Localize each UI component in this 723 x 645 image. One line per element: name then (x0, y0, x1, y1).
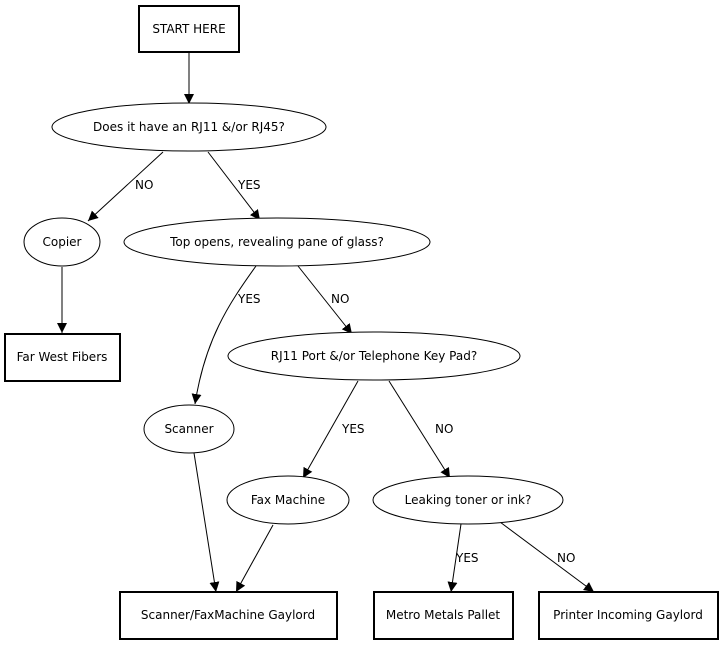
edge-label-top-rj11: NO (331, 292, 349, 306)
edge-rj11-to-leaking (388, 380, 451, 479)
node-rj11-port-label: RJ11 Port &/or Telephone Key Pad? (271, 349, 477, 363)
edge-fax-to-gaylord (235, 524, 274, 593)
edge-rj-to-top (207, 151, 261, 221)
node-scanner-faxmachine-gaylord: Scanner/FaxMachine Gaylord (119, 591, 338, 640)
node-printer-gaylord-label: Printer Incoming Gaylord (553, 608, 703, 622)
edge-top-to-rj11 (297, 265, 353, 335)
node-printer-incoming-gaylord: Printer Incoming Gaylord (538, 591, 719, 640)
edge-label-leak-printer: NO (557, 551, 575, 565)
node-scanner-label: Scanner (164, 422, 213, 436)
node-far-west-fibers: Far West Fibers (4, 333, 121, 382)
edge-leaking-to-metro (447, 523, 462, 593)
edge-label-leak-metro: YES (455, 551, 479, 565)
node-scanner: Scanner (143, 404, 235, 454)
edge-label-rj11-leaking: NO (435, 422, 453, 436)
edge-rj11-to-fax (302, 380, 359, 479)
node-start-here-label: START HERE (152, 22, 225, 36)
edge-rj-to-copier (87, 151, 164, 222)
node-fax-machine: Fax Machine (226, 475, 350, 525)
node-metro-metals-pallet: Metro Metals Pallet (373, 591, 514, 640)
node-rj-question-label: Does it have an RJ11 &/or RJ45? (93, 120, 285, 134)
node-top-opens-label: Top opens, revealing pane of glass? (169, 235, 384, 249)
node-scanner-gaylord-label: Scanner/FaxMachine Gaylord (141, 608, 315, 622)
node-copier: Copier (23, 217, 101, 267)
node-fax-machine-label: Fax Machine (251, 493, 325, 507)
node-metro-metals-label: Metro Metals Pallet (386, 608, 501, 622)
edge-label-rj-top: YES (237, 178, 261, 192)
node-rj11-port-question: RJ11 Port &/or Telephone Key Pad? (227, 331, 521, 381)
node-copier-label: Copier (43, 235, 82, 249)
node-leaking-label: Leaking toner or ink? (405, 493, 532, 507)
edge-leaking-to-printer (499, 521, 595, 593)
node-far-west-fibers-label: Far West Fibers (17, 350, 108, 364)
edge-top-to-scanner (191, 265, 257, 405)
node-start-here: START HERE (138, 5, 240, 53)
node-top-opens-question: Top opens, revealing pane of glass? (123, 217, 431, 267)
edge-label-rj-copier: NO (135, 178, 153, 192)
node-leaking-question: Leaking toner or ink? (372, 475, 564, 525)
edge-label-top-scanner: YES (237, 292, 261, 306)
edge-scanner-to-gaylord (193, 452, 220, 593)
edge-label-rj11-fax: YES (341, 422, 365, 436)
node-rj-question: Does it have an RJ11 &/or RJ45? (51, 102, 327, 152)
